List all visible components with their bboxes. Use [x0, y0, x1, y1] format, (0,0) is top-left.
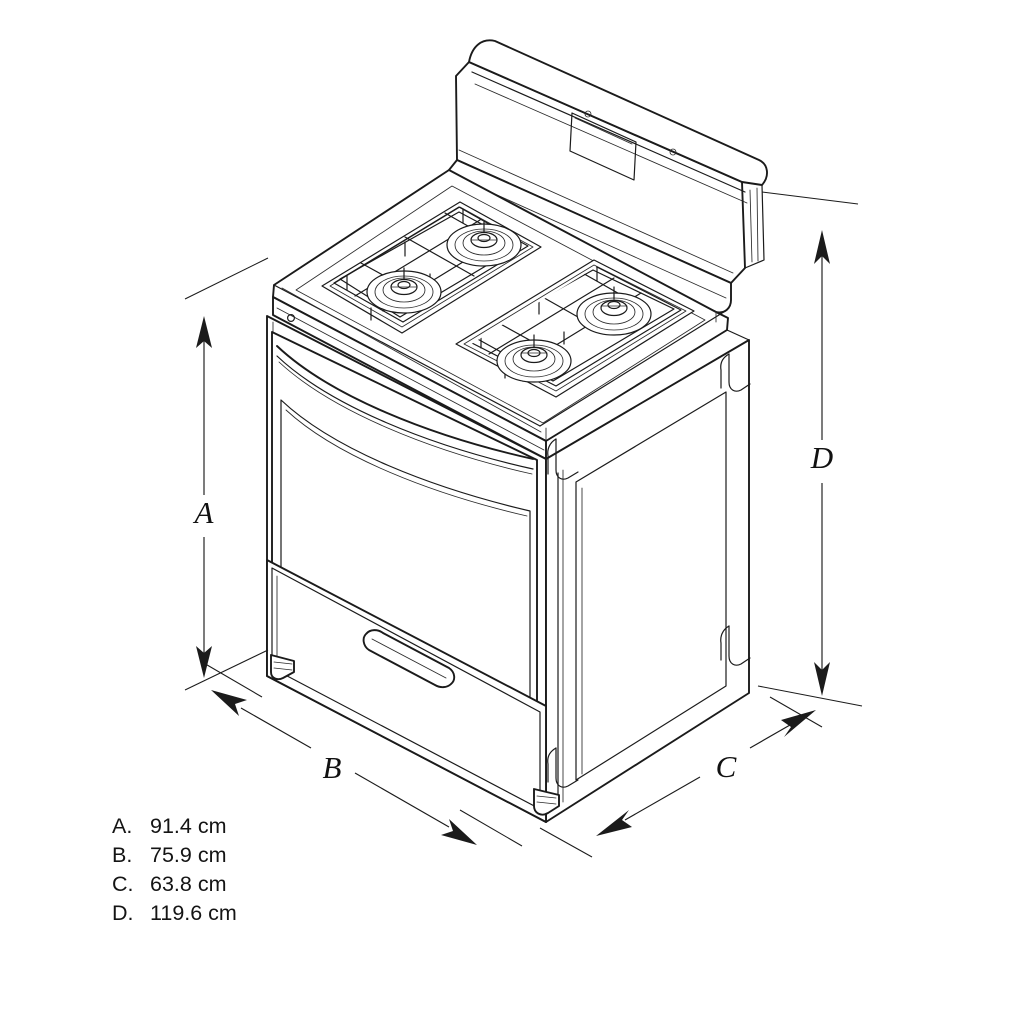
dimension-b-label: B — [323, 750, 342, 785]
oven-door-window — [280, 399, 531, 724]
legend-key-c: C. — [112, 872, 134, 896]
gas-range-illustration — [266, 39, 768, 823]
legend-key-b: B. — [112, 843, 132, 867]
dimension-d: D — [757, 191, 863, 707]
leveling-foot-front-right — [533, 788, 560, 816]
burner-rear-right[interactable] — [576, 286, 652, 336]
right-side-panel — [545, 329, 751, 823]
burner-front-left[interactable] — [366, 267, 442, 314]
storage-drawer-handle[interactable] — [362, 629, 456, 689]
legend-value-a: 91.4 cm — [150, 814, 226, 838]
dimension-a-label: A — [193, 495, 215, 530]
control-display-window[interactable] — [569, 112, 637, 181]
burner-front-right[interactable] — [496, 334, 572, 383]
dimension-c-arrow-start — [596, 810, 632, 836]
right-grate-group — [455, 259, 695, 398]
side-panel-recess — [575, 391, 727, 781]
dimension-c-arrow-end — [781, 710, 816, 737]
dimension-d-label: D — [810, 440, 833, 475]
legend-value-c: 63.8 cm — [150, 872, 226, 896]
legend-row: B. 75.9 cm — [112, 843, 226, 867]
legend-row: A. 91.4 cm — [112, 814, 226, 838]
legend: A. 91.4 cm B. 75.9 cm C. 63.8 cm D. 119.… — [112, 814, 237, 925]
dimension-b-arrow-start — [211, 690, 247, 716]
left-grate-group — [321, 201, 542, 334]
leveling-foot-front-left — [270, 654, 295, 681]
backguard-vent-right — [669, 148, 677, 156]
side-bracket-top-front — [555, 438, 579, 480]
backguard-vent-left — [584, 110, 592, 118]
dimension-c: C — [539, 696, 823, 858]
dimension-a-arrow-bottom — [196, 646, 212, 678]
appliance-bottom-edge — [266, 675, 547, 823]
oven-door-handle[interactable] — [276, 345, 534, 460]
legend-value-d: 119.6 cm — [150, 901, 237, 925]
dimension-d-arrow-bottom — [814, 662, 830, 696]
legend-key-d: D. — [112, 901, 134, 925]
dimension-a: A — [184, 257, 269, 691]
legend-value-b: 75.9 cm — [150, 843, 226, 867]
legend-key-a: A. — [112, 814, 132, 838]
power-indicator-light — [287, 314, 296, 323]
side-bracket-bottom-front — [555, 747, 579, 788]
side-bracket-top-rear — [728, 353, 751, 392]
legend-row: D. 119.6 cm — [112, 901, 237, 925]
side-bracket-bottom-rear — [728, 625, 751, 666]
oven-door[interactable] — [271, 331, 538, 743]
burner-rear-left[interactable] — [446, 221, 522, 267]
dimension-c-label: C — [716, 749, 737, 784]
dimension-d-arrow-top — [814, 230, 830, 264]
dimension-a-arrow-top — [196, 316, 212, 348]
dimension-b-arrow-end — [441, 819, 477, 845]
dimension-b: B — [201, 661, 523, 847]
legend-row: C. 63.8 cm — [112, 872, 226, 896]
